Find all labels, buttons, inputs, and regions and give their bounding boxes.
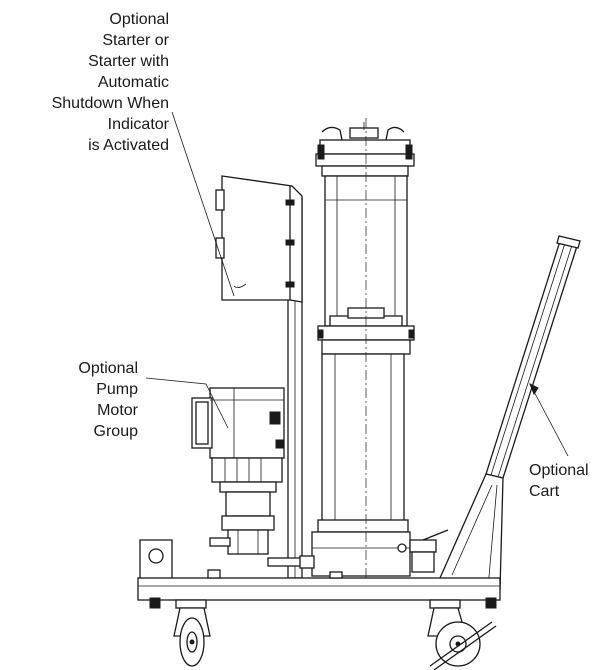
filter-housing xyxy=(311,118,415,582)
starter-box xyxy=(215,175,303,303)
outlet-valve xyxy=(397,529,449,573)
front-caster xyxy=(149,597,211,667)
cart-callout: Optional Cart xyxy=(529,460,589,502)
pump-callout-line: Motor xyxy=(97,402,138,419)
rear-caster xyxy=(427,597,497,670)
starter-callout-line: Starter or xyxy=(102,32,169,49)
pump-callout-line: Optional xyxy=(78,360,138,377)
cart-callout-line: Optional xyxy=(529,462,589,479)
starter-callout: Optional Starter or Starter with Automat… xyxy=(52,9,169,156)
pump-motor xyxy=(191,387,315,569)
cart-base xyxy=(137,539,501,601)
starter-leader-line xyxy=(171,111,235,297)
starter-callout-line: Indicator xyxy=(107,116,169,133)
starter-callout-line: Optional xyxy=(109,11,169,28)
cart-leader-arrow xyxy=(529,382,539,396)
pump-callout-line: Group xyxy=(93,423,138,440)
cart-callout-line: Cart xyxy=(529,483,560,500)
cart-leader-line xyxy=(529,383,569,457)
starter-callout-line: is Activated xyxy=(88,137,169,154)
starter-callout-line: Automatic xyxy=(97,74,169,91)
pump-callout: Optional Pump Motor Group xyxy=(78,358,138,442)
starter-callout-line: Starter with xyxy=(88,53,169,70)
leader-lines xyxy=(145,111,569,457)
pump-callout-line: Pump xyxy=(96,381,138,398)
cart-handle xyxy=(439,235,581,591)
starter-callout-line: Shutdown When xyxy=(51,95,169,112)
pump-leader-line xyxy=(145,377,229,429)
